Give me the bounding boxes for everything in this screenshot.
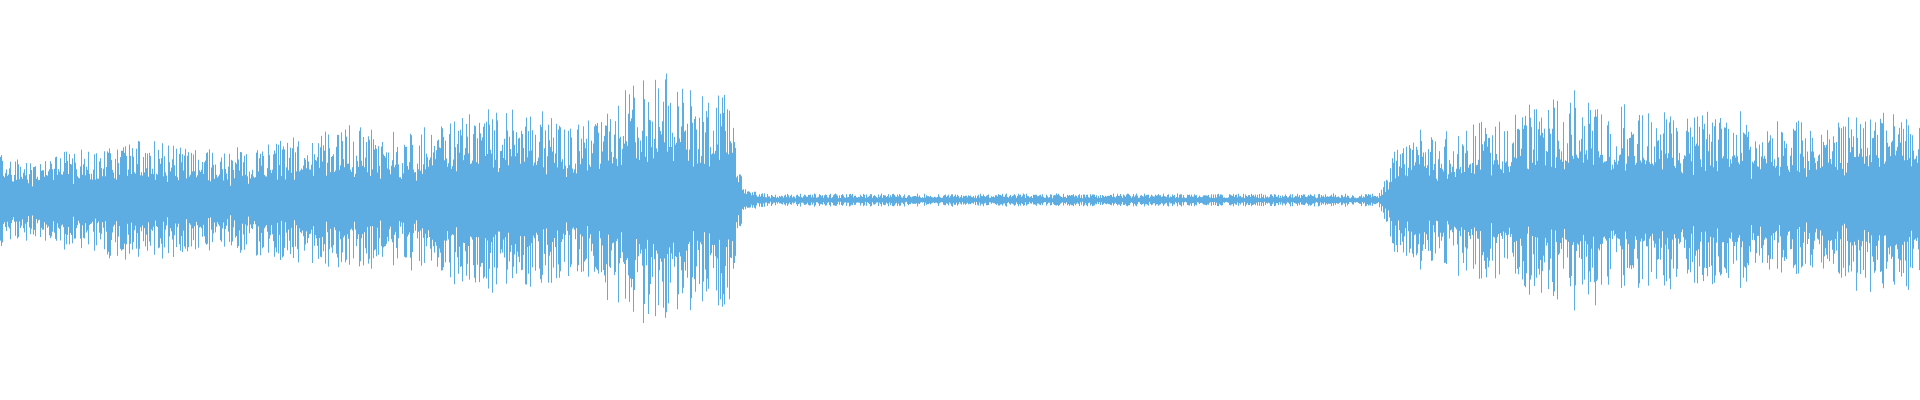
waveform-lines [0, 73, 1920, 323]
